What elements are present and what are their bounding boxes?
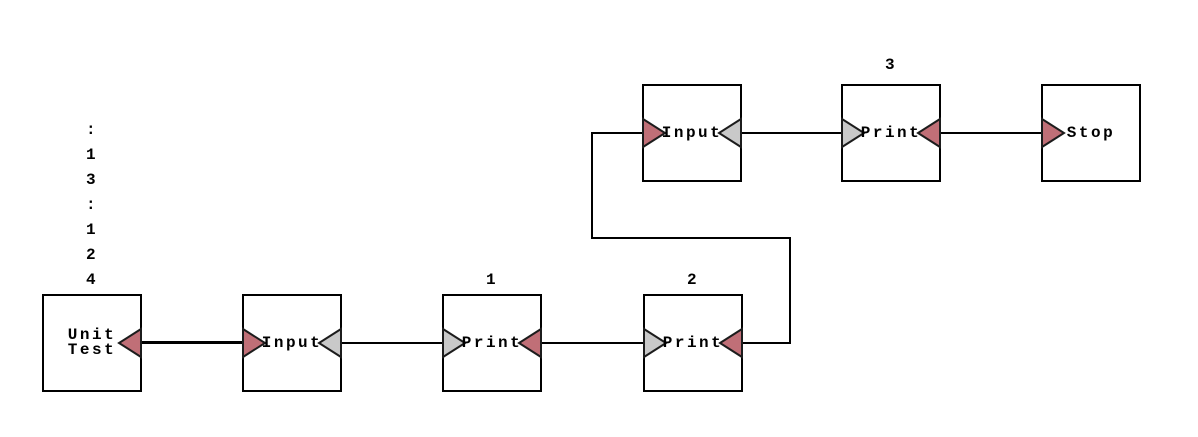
port-right-gray-icon[interactable] — [717, 116, 743, 150]
port-left-gray-icon[interactable] — [642, 326, 668, 360]
stack-value: 1 — [85, 146, 99, 164]
node-number: 1 — [485, 271, 499, 289]
port-right-red-icon[interactable] — [718, 326, 744, 360]
wire-unittest-input — [142, 341, 242, 344]
port-right-red-icon[interactable] — [517, 326, 543, 360]
node-print-3[interactable]: Print — [841, 84, 941, 182]
port-right-red-icon[interactable] — [916, 116, 942, 150]
node-input-2[interactable]: Input — [642, 84, 742, 182]
node-label: Print — [662, 334, 724, 352]
node-label: Print — [860, 124, 922, 142]
stack-value: 3 — [85, 171, 99, 189]
node-label: Unit Test — [67, 326, 117, 359]
port-left-red-icon[interactable] — [241, 326, 267, 360]
node-print-2[interactable]: Print — [643, 294, 743, 392]
node-unit-test[interactable]: Unit Test — [42, 294, 142, 392]
port-left-red-icon[interactable] — [1040, 116, 1066, 150]
stack-value: 2 — [85, 246, 99, 264]
wire-input2-print3 — [742, 132, 841, 134]
node-stop[interactable]: Stop — [1041, 84, 1141, 182]
wire-print2-input2-seg1 — [743, 342, 791, 344]
node-label: Print — [461, 334, 523, 352]
wire-print2-input2-seg3 — [591, 237, 791, 239]
node-print-1[interactable]: Print — [442, 294, 542, 392]
wire-print1-print2 — [542, 342, 643, 344]
port-left-gray-icon[interactable] — [441, 326, 467, 360]
node-label: Input — [261, 334, 323, 352]
wire-input-print1 — [342, 342, 442, 344]
node-number: 2 — [686, 271, 700, 289]
node-input-1[interactable]: Input — [242, 294, 342, 392]
node-label: Stop — [1066, 124, 1116, 142]
stack-value: : — [85, 196, 99, 214]
node-label: Input — [661, 124, 723, 142]
wire-print2-input2-seg2 — [789, 237, 791, 344]
wire-print3-stop — [941, 132, 1041, 134]
unit-test-value-stack: : 1 3 : 1 2 4 — [42, 118, 142, 293]
wire-print2-input2-seg5 — [591, 132, 642, 134]
node-number: 3 — [884, 56, 898, 74]
port-left-gray-icon[interactable] — [840, 116, 866, 150]
stack-value: 4 — [85, 271, 99, 289]
stack-value: : — [85, 121, 99, 139]
wire-print2-input2-seg4 — [591, 132, 593, 239]
port-right-gray-icon[interactable] — [317, 326, 343, 360]
port-right-red-icon[interactable] — [117, 326, 143, 360]
stack-value: 1 — [85, 221, 99, 239]
port-left-red-icon[interactable] — [641, 116, 667, 150]
